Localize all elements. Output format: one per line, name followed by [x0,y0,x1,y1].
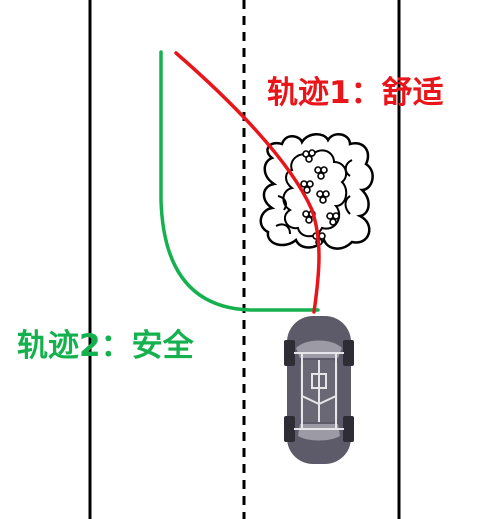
obstacle-icon [259,132,374,250]
vehicle-wheel-rear-left [284,416,295,442]
obstacle-crack-1 [277,195,287,211]
trajectory-comfort-path [174,51,321,314]
trajectory-comfort-label: 轨迹1：舒适 [267,75,444,111]
vehicle-icon [284,316,354,464]
vehicle-chassis [294,352,344,430]
vehicle-wheel-rear-right [343,416,354,442]
trajectory-safe-label: 轨迹2：安全 [17,328,194,364]
obstacle-crack-4 [275,223,291,235]
vehicle-wheel-front-left [284,340,295,366]
vehicle-rear-window [298,424,340,441]
obstacle-crack-2 [344,195,351,215]
trajectory-safe-path [159,50,320,312]
vehicle-wheel-front-right [343,340,354,366]
obstacle-crack-3 [344,159,353,177]
obstacle-outline [259,132,374,250]
